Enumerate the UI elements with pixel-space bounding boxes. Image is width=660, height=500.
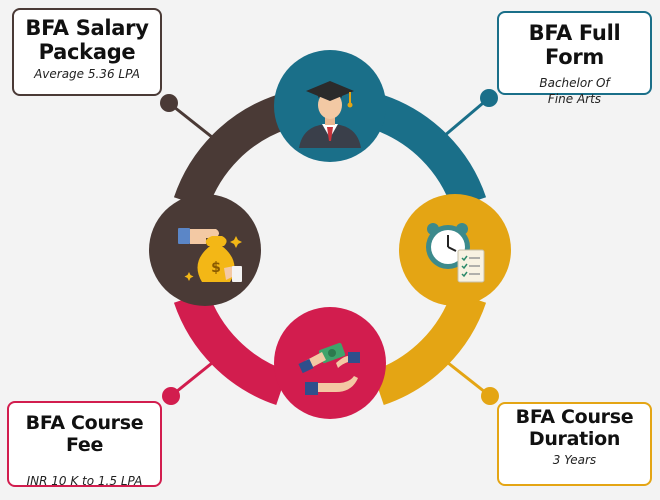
ring-arc-crimson bbox=[173, 290, 289, 406]
connector-dot-duration bbox=[481, 387, 499, 405]
course-fee-card: BFA Course Fee INR 10 K to 1.5 LPA bbox=[7, 401, 162, 488]
ring-arc-teal bbox=[371, 94, 487, 210]
graduate-icon bbox=[299, 81, 361, 148]
fullform-subtitle: Bachelor Of Fine Arts bbox=[499, 75, 650, 107]
course-duration-card: BFA Course Duration 3 Years bbox=[497, 402, 652, 486]
duration-title-line-2: Duration bbox=[528, 427, 621, 450]
svg-text:$: $ bbox=[211, 260, 221, 276]
fee-card-title: BFA Course Fee bbox=[25, 412, 144, 456]
duration-subtitle: 3 Years bbox=[552, 452, 597, 467]
alarm-clock-checklist-icon bbox=[426, 223, 485, 283]
duration-card-title: BFA Course Duration bbox=[499, 406, 650, 451]
connector-dot-fullform bbox=[480, 89, 498, 107]
connector-dot-fee bbox=[162, 387, 180, 405]
node-top bbox=[274, 50, 386, 162]
salary-title-line-1: BFA Salary bbox=[25, 16, 149, 40]
node-right bbox=[399, 194, 511, 306]
salary-subtitle: Average 5.36 LPA bbox=[34, 67, 140, 82]
salary-package-card: BFA Salary Package Average 5.36 LPA bbox=[12, 8, 162, 96]
salary-title-line-2: Package bbox=[38, 40, 136, 65]
fullform-subtitle-line-2: Fine Arts bbox=[547, 92, 602, 107]
full-form-card: BFA Full Form Bachelor Of Fine Arts bbox=[497, 11, 652, 106]
ring-arc-gold bbox=[371, 290, 487, 406]
money-bag-hand-icon: $ bbox=[178, 228, 242, 282]
node-bottom bbox=[274, 307, 386, 419]
fee-subtitle: INR 10 K to 1.5 LPA bbox=[26, 473, 143, 488]
ring-arc-brown bbox=[173, 94, 289, 210]
salary-card-title: BFA Salary Package bbox=[14, 16, 160, 64]
fullform-card-title: BFA Full Form bbox=[528, 21, 621, 70]
duration-title-line-1: BFA Course bbox=[515, 406, 634, 428]
fullform-subtitle-line-1: Bachelor Of bbox=[539, 76, 610, 91]
money-handshake-icon bbox=[298, 342, 360, 395]
connector-dot-salary bbox=[160, 94, 178, 112]
node-left: $ bbox=[149, 194, 261, 306]
